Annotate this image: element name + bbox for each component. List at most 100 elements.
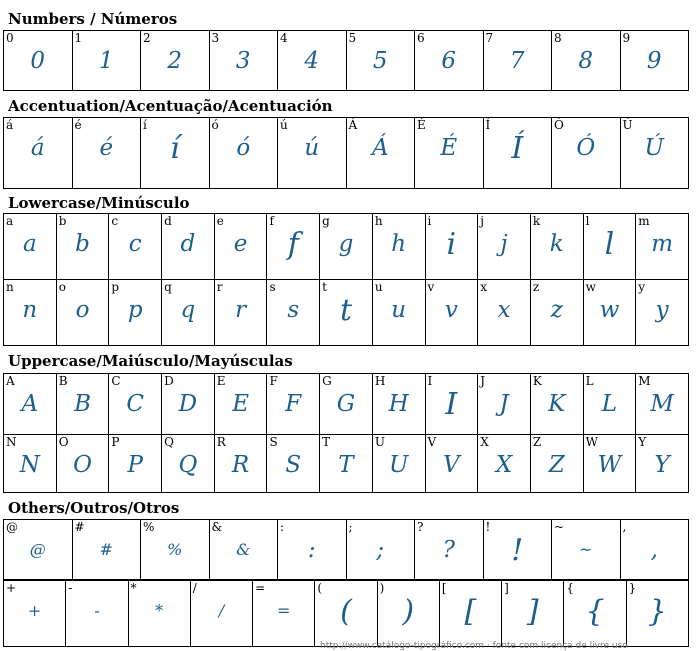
font-glyph-sample: j	[500, 231, 508, 257]
font-glyph-sample: ~	[579, 540, 593, 559]
font-glyph-sample: U	[388, 451, 409, 478]
reference-character: T	[322, 434, 331, 449]
font-glyph-sample: +	[27, 601, 42, 620]
reference-character: w	[585, 280, 596, 294]
font-glyph-sample: é	[99, 135, 114, 161]
reference-character: M	[638, 374, 651, 388]
font-glyph-sample: o	[75, 297, 90, 323]
font-glyph-sample: Ú	[644, 135, 664, 161]
reference-character: }	[628, 581, 637, 595]
reference-character: m	[638, 214, 650, 228]
glyph-cell: &&	[208, 519, 278, 580]
font-glyph-sample: J	[499, 391, 509, 417]
reference-character: )	[379, 581, 385, 595]
reference-character: v	[427, 280, 435, 294]
reference-character: &	[211, 520, 223, 534]
reference-character: =	[255, 581, 266, 595]
reference-character: 4	[280, 31, 288, 45]
font-glyph-sample: P	[127, 451, 143, 478]
glyph-cell: ]]	[501, 580, 565, 647]
glyph-cell: ~~	[551, 519, 621, 580]
font-glyph-sample: B	[74, 391, 91, 417]
reference-character: K	[532, 374, 542, 388]
others-grid-row1: @@##%%&&::;;??!!~~,,	[3, 519, 689, 580]
reference-character: é	[74, 118, 82, 132]
others-grid-row2: ++--**//==(())[[]]{{}}	[2, 580, 690, 647]
others-title: Others/Outros/Otros	[8, 499, 180, 517]
reference-character: e	[216, 214, 224, 228]
reference-character: g	[322, 214, 330, 228]
font-glyph-sample: q	[180, 297, 196, 323]
reference-character: 0	[6, 31, 14, 45]
reference-character: ]	[504, 581, 509, 595]
reference-character: Y	[638, 434, 647, 449]
glyph-cell: ##	[71, 519, 141, 580]
reference-character: :	[280, 520, 285, 534]
reference-character: 2	[143, 31, 151, 45]
font-glyph-sample: n	[22, 297, 38, 323]
reference-character: í	[143, 118, 147, 132]
reference-character: @	[6, 520, 18, 534]
font-glyph-sample: r	[235, 297, 247, 323]
font-glyph-sample: O	[73, 451, 92, 478]
font-glyph-sample: 6	[441, 48, 457, 74]
font-glyph-sample: 9	[646, 48, 662, 74]
font-glyph-sample: Á	[371, 135, 389, 161]
font-glyph-sample: @	[29, 540, 46, 559]
reference-character: A	[6, 374, 15, 388]
reference-character: *	[130, 581, 137, 595]
reference-character: z	[532, 280, 540, 294]
reference-character: ;	[348, 520, 353, 534]
glyph-cell: %%	[140, 519, 210, 580]
reference-character: t	[322, 280, 327, 294]
font-glyph-sample: l	[604, 227, 615, 262]
glyph-cell: ))	[376, 580, 440, 647]
glyph-cell: ,,	[619, 519, 689, 580]
reference-character: B	[58, 374, 68, 388]
glyph-cell: {{	[563, 580, 627, 647]
reference-character: #	[74, 520, 85, 534]
glyph-cell: ==	[252, 580, 316, 647]
reference-character: d	[164, 214, 172, 228]
font-glyph-sample: 7	[509, 48, 525, 74]
reference-character: 7	[485, 31, 494, 45]
reference-character: J	[480, 374, 485, 388]
glyph-row: ++--**//==(())[[]]{{}}	[2, 580, 690, 647]
reference-character: P	[111, 434, 120, 449]
font-glyph-sample: e	[233, 231, 248, 257]
reference-character: R	[216, 434, 226, 449]
reference-character: 3	[211, 31, 220, 45]
font-glyph-sample: Q	[178, 451, 198, 478]
font-glyph-sample: d	[180, 231, 196, 257]
reference-character: p	[111, 280, 120, 294]
reference-character: U	[374, 434, 385, 449]
font-glyph-sample: }	[647, 594, 667, 629]
font-glyph-sample: ú	[304, 135, 320, 161]
